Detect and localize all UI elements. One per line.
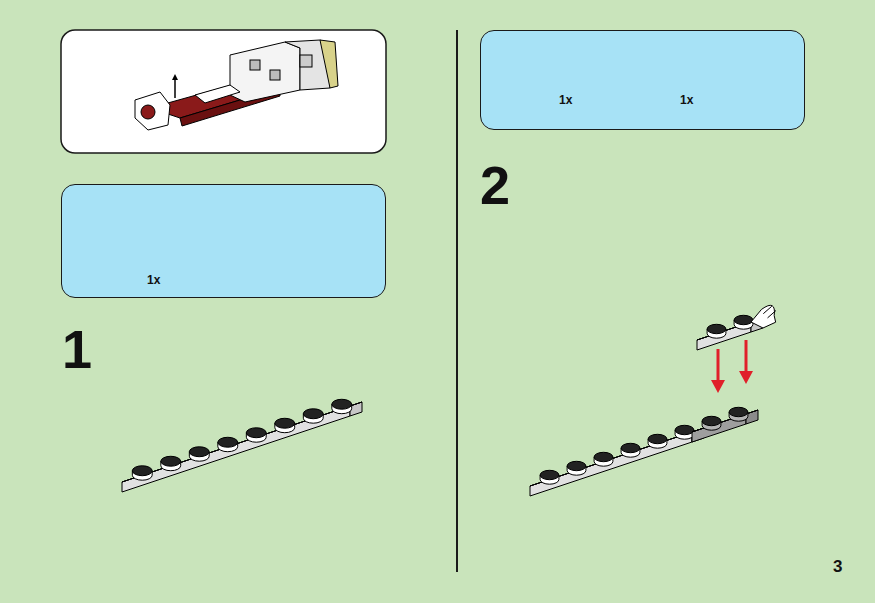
parts-list-box: 1x: [61, 184, 386, 298]
lego-plate: [122, 399, 362, 492]
divider-line: [456, 30, 458, 572]
page-number: 3: [833, 558, 842, 575]
quantity-label: 1x: [680, 93, 693, 107]
placement-arrows: [711, 340, 753, 393]
quantity-label: 1x: [559, 93, 572, 107]
model-preview: [135, 40, 338, 130]
lego-plate: [697, 305, 776, 350]
step-number: 1: [62, 322, 92, 376]
model-preview-box: [61, 30, 386, 153]
parts-list-box: 1x 1x: [480, 30, 805, 130]
quantity-label: 1x: [147, 273, 160, 287]
lego-plate: [692, 407, 758, 442]
lego-plate: [530, 425, 704, 496]
step-number: 2: [480, 158, 510, 212]
